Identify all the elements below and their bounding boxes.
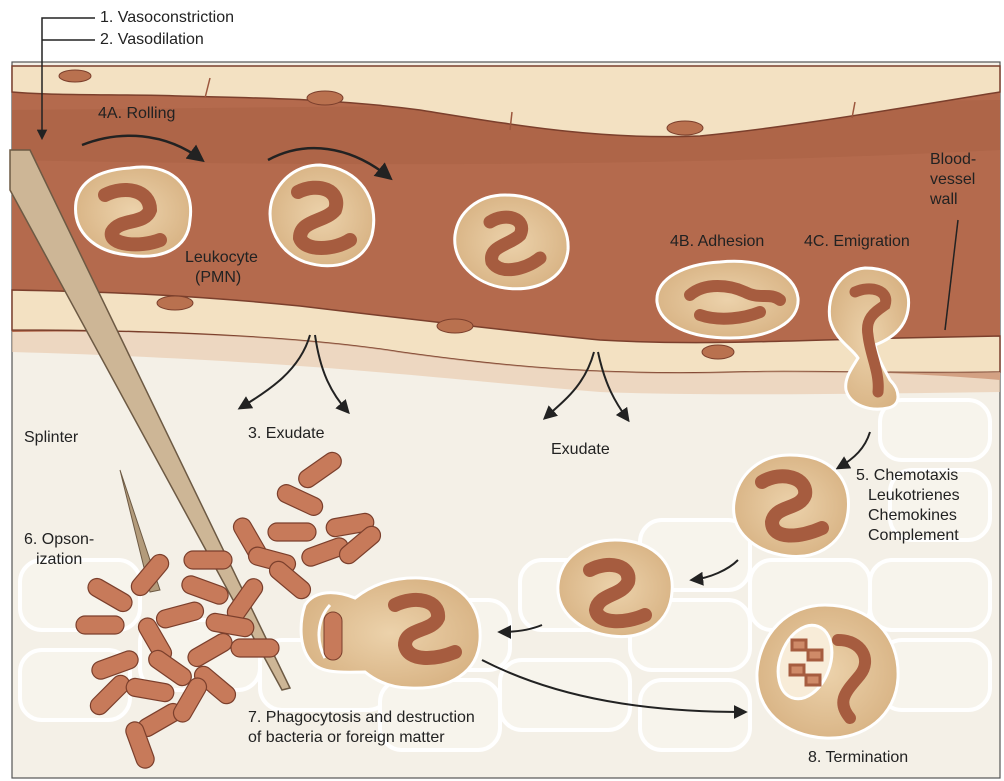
leukocyte-2	[270, 165, 374, 266]
leukocyte-1	[76, 167, 191, 256]
bacterium	[184, 551, 232, 569]
bacterium	[268, 523, 316, 541]
chemotaxis-label-line3: Chemokines	[856, 506, 960, 526]
vasodilation-label: 2. Vasodilation	[100, 30, 204, 50]
chemotaxis-label-line1: 5. Chemotaxis	[856, 466, 960, 486]
adhesion-label: 4B. Adhesion	[670, 232, 764, 252]
leukocyte-chemotaxis-2	[558, 540, 672, 637]
vessel-wall-label-line2: vessel	[930, 170, 976, 190]
opsonization-label-line1: 6. Opson-	[24, 530, 94, 550]
emigration-label: 4C. Emigration	[804, 232, 910, 252]
bacterium	[76, 616, 124, 634]
splinter-label: Splinter	[24, 428, 78, 448]
opsonization-label-line2: ization	[24, 550, 94, 570]
leukocyte-label-line1: Leukocyte	[185, 248, 258, 268]
vessel-wall-label: Blood- vessel wall	[930, 150, 976, 210]
leukocyte-label: Leukocyte (PMN)	[185, 248, 258, 288]
bacterium	[231, 639, 279, 657]
chemotaxis-label-line4: Complement	[856, 526, 960, 546]
rolling-label: 4A. Rolling	[98, 104, 175, 124]
leukocyte-adhesion	[657, 261, 798, 338]
vasoconstriction-label: 1. Vasoconstriction	[100, 8, 234, 28]
chemotaxis-label: 5. Chemotaxis Leukotrienes Chemokines Co…	[856, 466, 960, 546]
phagocyte	[301, 578, 480, 688]
opsonization-label: 6. Opson- ization	[24, 530, 94, 570]
leukocyte-termination	[757, 605, 898, 738]
leukocyte-chemotaxis-1	[734, 455, 849, 557]
leukocyte-3	[455, 195, 568, 289]
phagocytosis-label-line1: 7. Phagocytosis and destruction	[248, 708, 475, 728]
termination-label: 8. Termination	[808, 748, 908, 768]
leukocyte-label-line2: (PMN)	[185, 268, 258, 288]
vessel-wall-label-line3: wall	[930, 190, 976, 210]
phagocytosis-label-line2: of bacteria or foreign matter	[248, 728, 475, 748]
phagocytosis-label: 7. Phagocytosis and destruction of bacte…	[248, 708, 475, 748]
vessel-wall-label-line1: Blood-	[930, 150, 976, 170]
chemotaxis-label-line2: Leukotrienes	[856, 486, 960, 506]
exudate-numbered-label: 3. Exudate	[248, 424, 325, 444]
exudate-label: Exudate	[551, 440, 610, 460]
